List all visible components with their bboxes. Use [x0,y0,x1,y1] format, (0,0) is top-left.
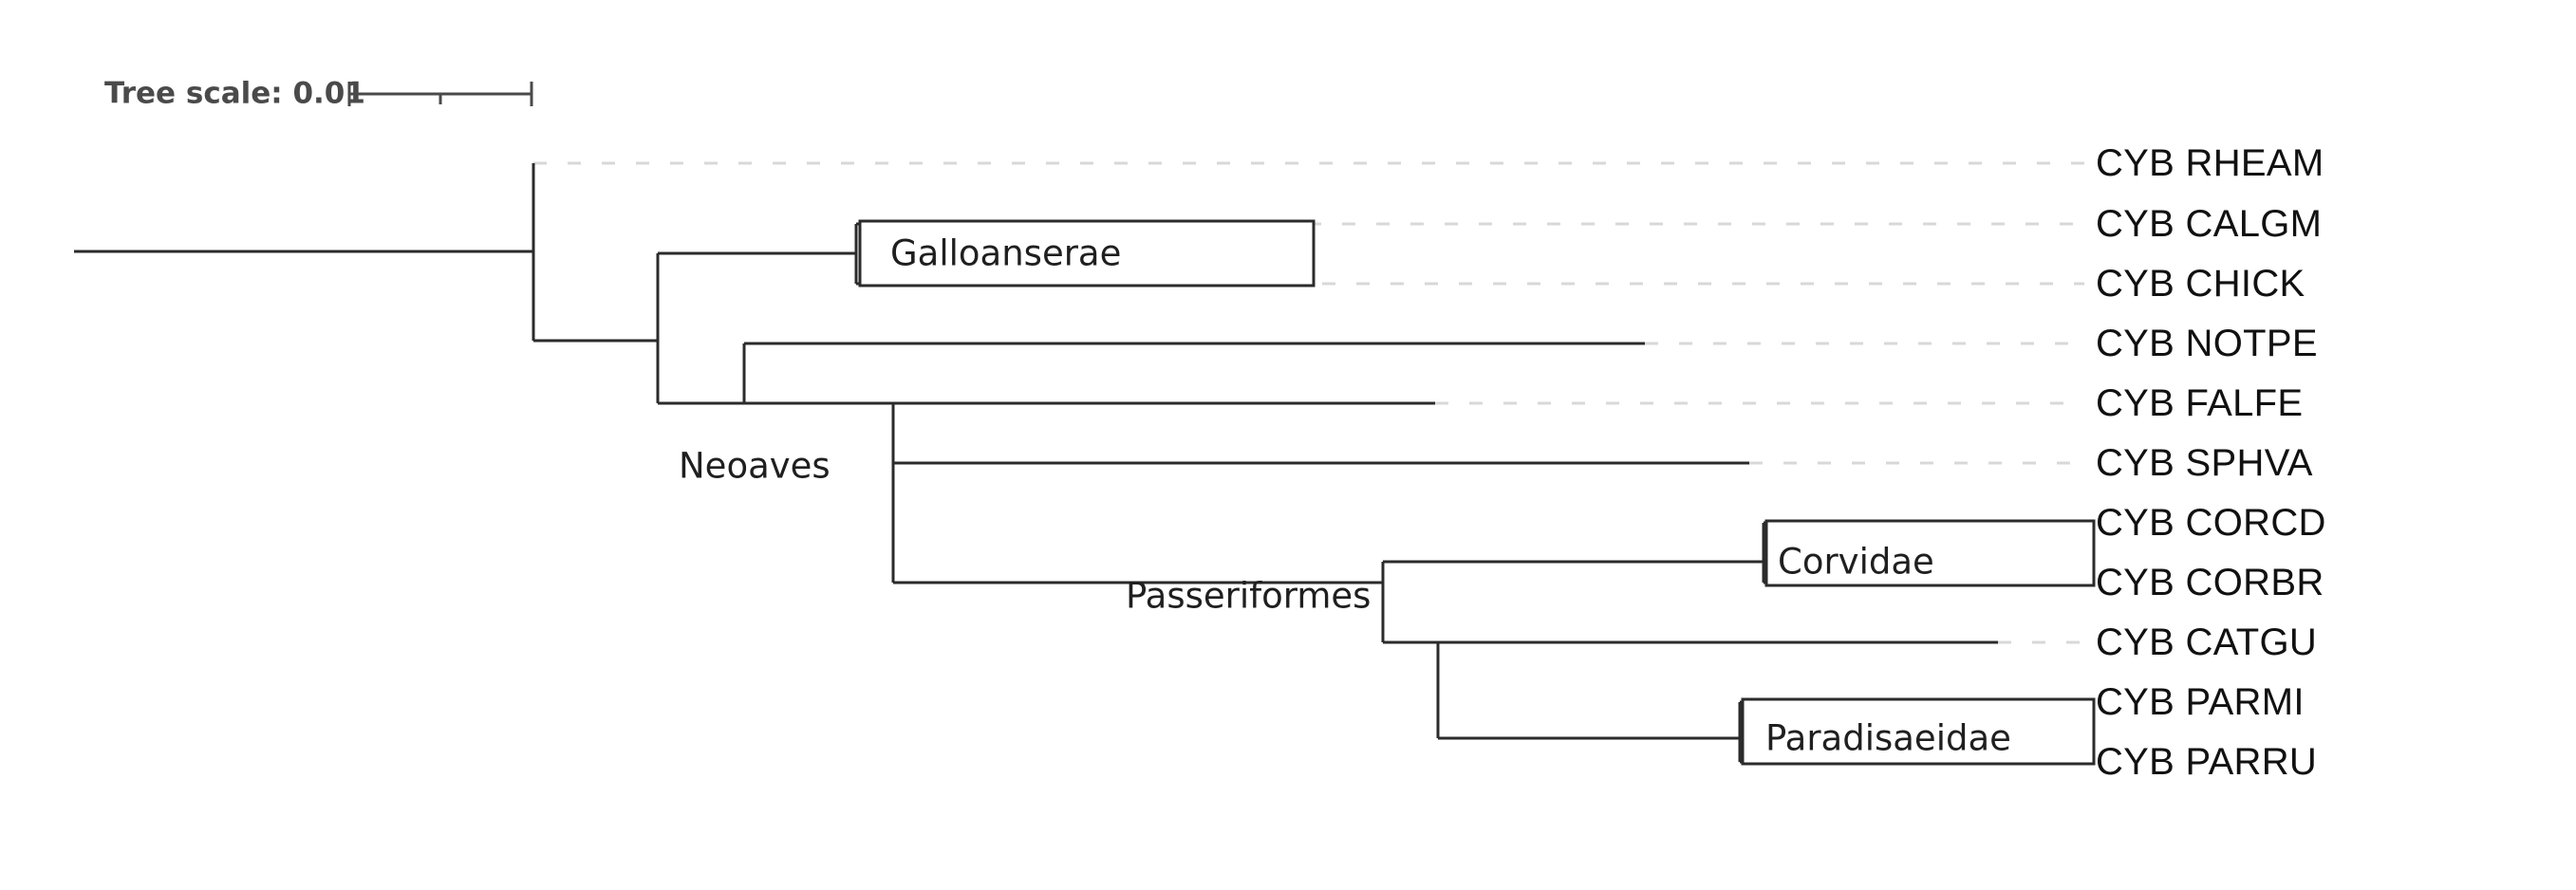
leaf-label-FALFE[interactable]: CYB FALFE [2096,382,2304,424]
leaf-label-CORCD[interactable]: CYB CORCD [2096,502,2326,544]
leaf-label-RHEAM[interactable]: CYB RHEAM [2096,142,2324,184]
clade-box-paradisaeidae [1741,697,2096,766]
scale-bar-group [347,82,533,106]
leaf-label-SPHVA[interactable]: CYB SPHVA [2096,442,2313,484]
clade-box-group [858,219,2096,766]
leaf-label-PARRU[interactable]: CYB PARRU [2096,741,2318,783]
leaf-label-CALGM[interactable]: CYB CALGM [2096,203,2323,245]
scale-bar-label: Tree scale: 0.01 [104,76,365,111]
clade-box-galloanserae [858,219,1316,287]
leaf-label-CORBR[interactable]: CYB CORBR [2096,562,2324,603]
clade-label-paradisaeidae[interactable]: Paradisaeidae [1765,717,2011,759]
leaf-label-CHICK[interactable]: CYB CHICK [2096,263,2305,305]
leaf-label-CATGU[interactable]: CYB CATGU [2096,621,2318,663]
leaf-label-NOTPE[interactable]: CYB NOTPE [2096,323,2318,364]
leaf-label-PARMI[interactable]: CYB PARMI [2096,681,2305,723]
clade-label-galloanserae[interactable]: Galloanserae [890,232,1122,274]
clade-label-passeriformes[interactable]: Passeriformes [1126,575,1372,617]
clade-label-neoaves[interactable]: Neoaves [679,445,831,487]
clade-box-corvidae [1764,519,2096,587]
clade-label-corvidae[interactable]: Corvidae [1778,541,1934,583]
